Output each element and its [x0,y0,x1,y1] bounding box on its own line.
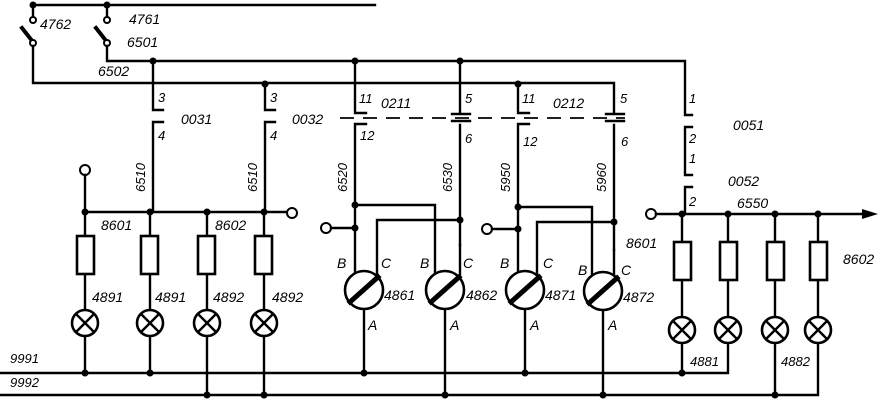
left-lamp-bank: 8601 8602 4891 4891 4892 4892 [70,164,303,399]
wire-label: 6510 [245,162,260,192]
relay-label: 0051 [733,117,764,133]
wire-label: 6501 [127,34,158,50]
bus-label: 8601 [626,235,657,251]
gauges: B C 4861 A B C 4862 A B C 4871 A B C 487… [320,201,654,399]
gauge-pin-c: C [381,255,392,271]
pin-label: 4 [158,128,165,143]
lamp-icon [70,308,279,338]
gauge-pin-a: A [449,317,459,333]
lamp-label: 4892 [272,289,303,305]
pin-label: 2 [688,131,697,146]
lamp-label: 4891 [92,289,123,305]
gauge-pin-a: A [529,317,539,333]
wire-label: 5950 [498,162,513,192]
relay-label: 0212 [553,95,584,111]
pin-label: 12 [360,128,375,143]
gauge-pin-b: B [337,255,346,271]
relay-label: 0211 [381,95,411,111]
lamp-label: 4882 [781,354,811,369]
wire-label: 6550 [737,195,768,211]
gauge-pin-a: A [607,317,617,333]
right-lamp-bank: 6550 8601 8602 4881 4882 [626,195,878,399]
pin-label: 11 [522,91,536,106]
pin-label: 1 [689,91,696,106]
bus-label: 8602 [843,251,874,267]
relay-label: 0032 [292,111,323,127]
relay-label: 0052 [728,173,759,189]
lamp-label: 4892 [213,289,244,305]
wire-label: 6510 [133,162,148,192]
pin-label: 6 [465,131,473,146]
gauge-label: 4861 [384,287,415,303]
wire-label: 6530 [440,162,455,192]
pin-label: 5 [620,91,628,106]
lamp-icon [667,315,833,345]
pin-label: 3 [158,90,166,105]
relay-contacts: 3 4 3 4 11 12 5 6 11 12 5 6 1 2 1 2 0031… [133,90,764,252]
arrow-icon [862,209,878,219]
gauge-pin-a: A [367,317,377,333]
pin-label: 12 [523,134,538,149]
gauge-label: 4862 [466,287,497,303]
gauge-pin-b: B [420,255,429,271]
bus-label: 8601 [101,217,132,233]
gauge-label: 4871 [545,287,576,303]
bus-label: 9992 [10,375,40,390]
wire-label: 5960 [594,162,609,192]
lamp-label: 4891 [155,289,186,305]
wire-label: 6502 [98,63,129,79]
bus-label: 9991 [10,351,39,366]
wire-label: 6520 [335,162,350,192]
pin-label: 4 [270,128,277,143]
gauge-pin-b: B [500,255,509,271]
supply-and-switches: 4762 4761 6501 6502 [19,1,694,117]
switch-label: 4762 [40,16,71,32]
bus-label: 8602 [215,217,246,233]
pin-label: 1 [689,151,696,166]
resistor-icon [75,234,274,276]
gauge-pin-c: C [463,255,474,271]
resistor-icon [672,240,829,282]
pin-label: 11 [359,91,373,106]
pin-label: 6 [621,134,629,149]
gauge-pin-b: B [578,262,587,278]
lamp-label: 4881 [690,354,719,369]
gauge-label: 4872 [623,289,654,305]
pin-label: 3 [270,90,278,105]
gauge-pin-c: C [543,255,554,271]
switch-label: 4761 [129,11,160,27]
gauge-pin-c: C [621,262,632,278]
pin-label: 2 [688,194,697,209]
relay-label: 0031 [181,111,212,127]
pin-label: 5 [465,91,473,106]
ground-buses: 9991 9992 [0,328,820,397]
gauge-icon [343,269,624,312]
